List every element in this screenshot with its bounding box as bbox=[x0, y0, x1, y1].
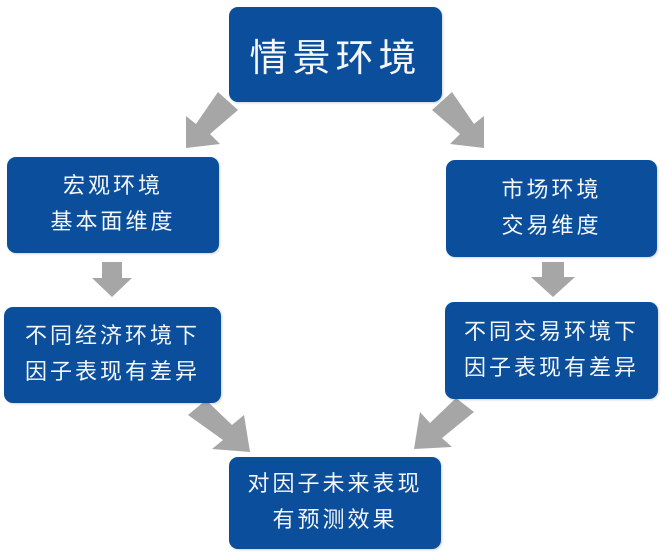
node-title: 情景环境 bbox=[229, 7, 442, 102]
node-macro-result-line-1: 不同经济环境下 bbox=[24, 324, 200, 349]
arrow-title-to-macro bbox=[186, 92, 238, 148]
node-market-result: 不同交易环境下 因子表现有差异 bbox=[445, 302, 658, 399]
arrow-market-to-result bbox=[531, 262, 575, 297]
node-market-line-2: 交易维度 bbox=[501, 213, 602, 239]
node-conclusion: 对因子未来表现 有预测效果 bbox=[229, 457, 441, 549]
node-conclusion-line-1: 对因子未来表现 bbox=[247, 472, 423, 497]
arrow-market-result-to-conclusion bbox=[414, 398, 474, 449]
node-market-environment: 市场环境 交易维度 bbox=[446, 160, 657, 257]
node-conclusion-line-2: 有预测效果 bbox=[272, 508, 398, 533]
node-market-result-line-1: 不同交易环境下 bbox=[463, 319, 639, 345]
node-market-line-1: 市场环境 bbox=[501, 177, 602, 203]
node-macro-line-1: 宏观环境 bbox=[62, 174, 163, 199]
arrow-macro-to-result bbox=[92, 262, 132, 297]
arrow-macro-result-to-conclusion bbox=[188, 400, 250, 452]
node-macro-line-2: 基本面维度 bbox=[50, 210, 176, 235]
node-macro-result-line-2: 因子表现有差异 bbox=[24, 360, 200, 385]
node-market-result-line-2: 因子表现有差异 bbox=[463, 355, 639, 381]
arrow-title-to-market bbox=[432, 92, 484, 148]
node-macro-environment: 宏观环境 基本面维度 bbox=[7, 157, 219, 253]
node-title-text: 情景环境 bbox=[249, 36, 422, 80]
node-macro-result: 不同经济环境下 因子表现有差异 bbox=[4, 307, 221, 403]
